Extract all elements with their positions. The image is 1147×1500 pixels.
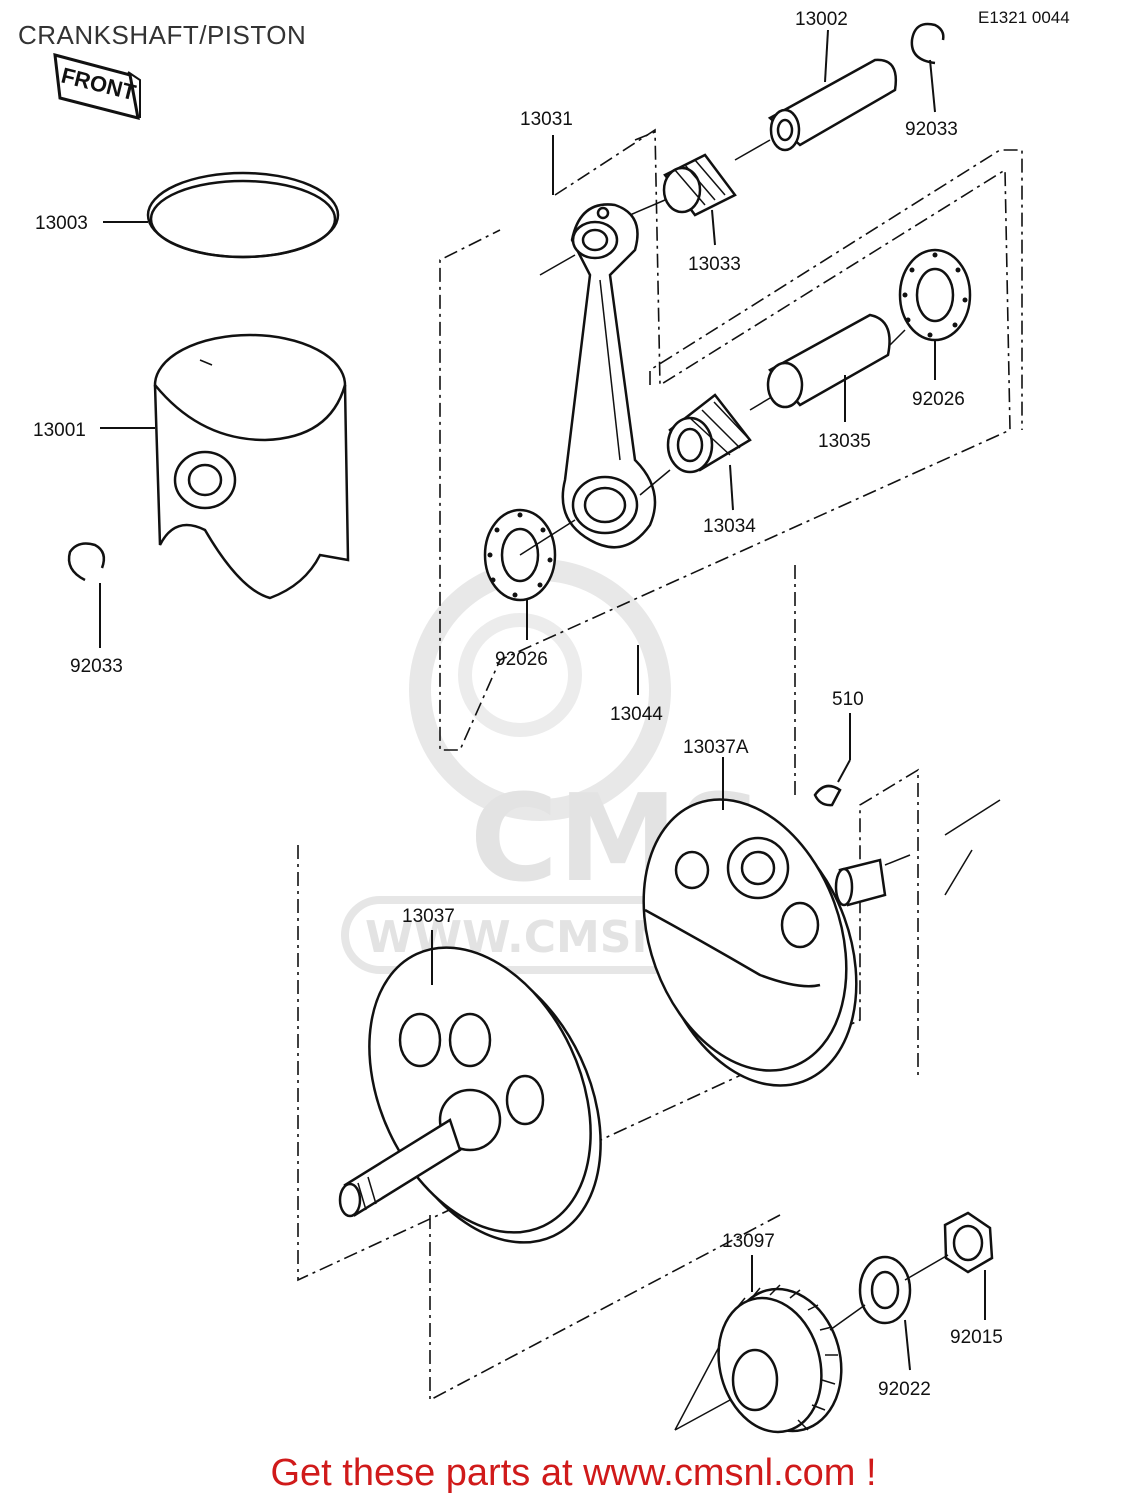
label-13033: 13033	[688, 254, 741, 275]
big-end-bearing	[666, 393, 752, 474]
label-13035: 13035	[818, 431, 871, 452]
piston-ring	[146, 171, 340, 259]
circlip-left	[67, 542, 106, 582]
footer-banner[interactable]: Get these parts at www.cmsnl.com !	[0, 1452, 1147, 1495]
label-13034: 13034	[703, 516, 756, 537]
label-510: 510	[832, 689, 864, 710]
circlip-top	[910, 22, 945, 65]
small-end-bearing	[662, 153, 737, 217]
crank-pin	[766, 313, 891, 409]
label-92033-top: 92033	[905, 119, 958, 140]
flywheel-left	[338, 946, 602, 1244]
front-arrow-icon: FRONT	[53, 52, 141, 121]
page-title: CRANKSHAFT/PISTON	[18, 20, 307, 50]
crank-nut	[943, 1211, 994, 1274]
label-92015: 92015	[950, 1327, 1003, 1348]
label-13037: 13037	[402, 906, 455, 927]
label-13044: 13044	[610, 704, 663, 725]
label-13002: 13002	[795, 9, 848, 30]
piston	[153, 333, 350, 600]
connecting-rod	[561, 203, 657, 549]
label-92033-left: 92033	[70, 656, 123, 677]
footer-link[interactable]: Get these parts at www.cmsnl.com !	[270, 1452, 877, 1494]
label-13001: 13001	[33, 420, 86, 441]
leader-lines	[99, 29, 1001, 1431]
assembly-outlines	[297, 128, 1023, 1402]
woodruff-key	[813, 784, 842, 807]
label-92026-left: 92026	[495, 649, 548, 670]
diagram-code: E1321 0044	[978, 8, 1070, 27]
label-92022: 92022	[878, 1379, 931, 1400]
label-13037A: 13037A	[683, 737, 749, 758]
label-92026-right: 92026	[912, 389, 965, 410]
piston-pin	[767, 58, 898, 152]
thrust-washer-right	[898, 248, 972, 342]
label-13097: 13097	[722, 1231, 775, 1252]
gear-washer	[858, 1255, 912, 1325]
flywheel-right	[642, 798, 887, 1087]
label-13031: 13031	[520, 109, 573, 130]
part-labels: 13002 92033 13031 13033 13003 92026 1303…	[33, 9, 1003, 1400]
crank-gear	[717, 1284, 843, 1434]
label-13003: 13003	[35, 213, 88, 234]
